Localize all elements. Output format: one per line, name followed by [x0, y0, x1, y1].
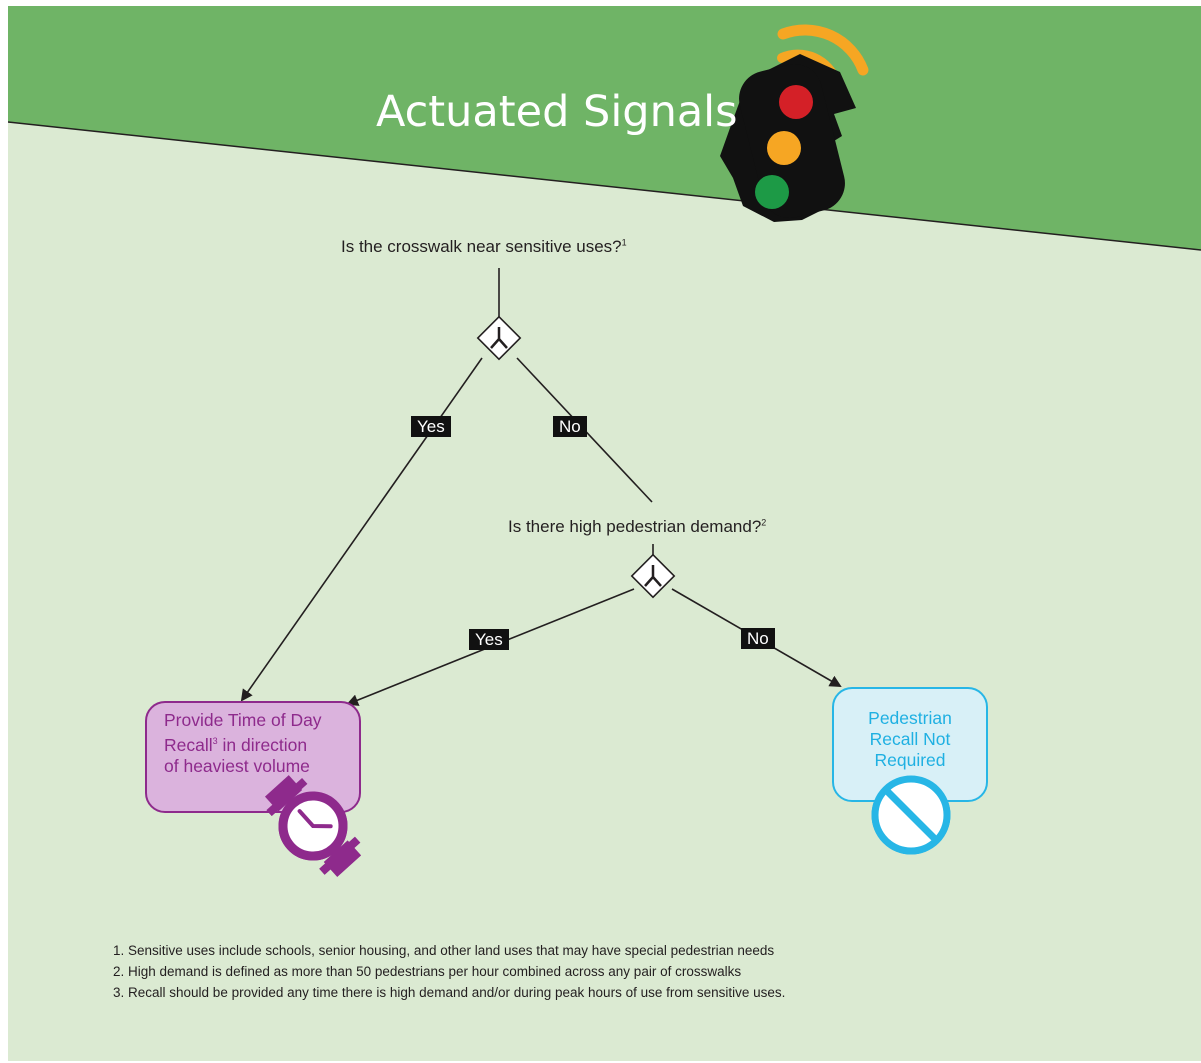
question-sensitive-uses: Is the crosswalk near sensitive uses?1	[341, 237, 627, 257]
traffic-light-icon	[720, 24, 869, 222]
question-pedestrian-demand: Is there high pedestrian demand?2	[508, 517, 766, 537]
outcome-text-line: Required	[874, 750, 946, 770]
branch-label-no: No	[741, 628, 775, 649]
diagram-canvas: Actuated Signals Is the crosswalk near s…	[8, 6, 1201, 1061]
outcome-recall-not-required: Pedestrian Recall Not Required	[832, 687, 988, 802]
footnotes-list: 1. Sensitive uses include schools, senio…	[113, 940, 785, 1003]
footnote-item: 2. High demand is defined as more than 5…	[113, 964, 742, 979]
outcome-text-line: of heaviest volume	[164, 755, 310, 776]
decision-diamond-icon	[630, 553, 676, 599]
question-text: Is there high pedestrian demand?	[508, 517, 762, 536]
header-divider	[8, 121, 1201, 251]
footnote-item: 1. Sensitive uses include schools, senio…	[113, 943, 775, 958]
branch-label-yes: Yes	[411, 416, 451, 437]
outcome-text-line: Recall Not	[869, 729, 951, 749]
branch-label-yes: Yes	[469, 629, 509, 650]
page-title: Actuated Signals	[376, 87, 738, 137]
footnote-marker: 1	[621, 237, 627, 248]
outcome-text-line: Provide Time of Day	[164, 710, 322, 730]
header-band	[8, 6, 1201, 250]
footnote-marker: 3	[212, 736, 218, 746]
decision-diamond-icon	[476, 315, 522, 361]
outcome-text-line: Recall3 in direction	[164, 734, 308, 755]
question-text: Is the crosswalk near sensitive uses?	[341, 237, 622, 256]
footnote-item: 3. Recall should be provided any time th…	[113, 985, 786, 1000]
branch-label-no: No	[553, 416, 587, 437]
outcome-text-line: Pedestrian	[868, 708, 952, 728]
footnote-marker: 2	[761, 517, 767, 528]
outcome-time-of-day-recall: Provide Time of Day Recall3 in direction…	[145, 701, 361, 813]
